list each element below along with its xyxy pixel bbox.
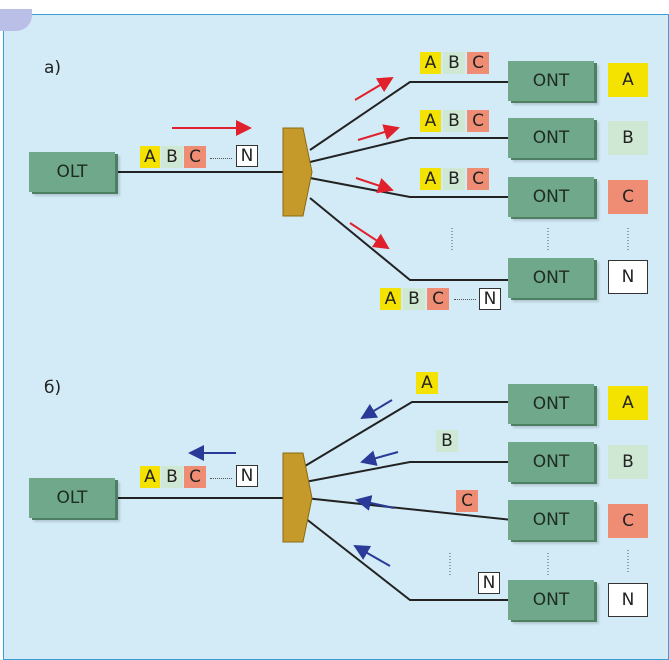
panel-a-arrows [172, 76, 400, 250]
downstream-arrow [357, 124, 400, 141]
frame-tag-n: N [236, 465, 258, 487]
downstream-arrow [354, 76, 394, 101]
panel-b-arrows [188, 399, 399, 567]
panel-a-fibers [115, 81, 512, 281]
ont-box: ONT [508, 500, 594, 540]
output-tag-b: B [608, 445, 648, 479]
frame-tag-a: A [140, 146, 160, 168]
output-tag-b: B [608, 121, 648, 155]
upstream-arrow [353, 545, 391, 567]
branch-tag-b: B [443, 52, 465, 74]
branch-tag-b: B [443, 110, 465, 132]
output-tag-a: A [608, 386, 648, 420]
branch-tag-a: A [420, 168, 441, 190]
splitter-a [282, 127, 313, 217]
branch-tag-c: C [456, 490, 478, 512]
branch-tag-a: A [420, 52, 441, 74]
olt-box: OLT [29, 152, 115, 192]
downstream-arrow [355, 177, 394, 194]
branch-tag-c: C [467, 168, 489, 190]
branch-tag-n: N [478, 572, 500, 594]
frame-dots [210, 478, 232, 479]
output-tag-c: C [608, 504, 648, 538]
branch-tag-c: C [427, 288, 449, 310]
branch-tag-b: B [436, 430, 458, 452]
frame-dots [454, 299, 476, 300]
branch-tag-a: A [416, 372, 438, 394]
upstream-arrow [360, 450, 399, 466]
branch-tag-c: C [467, 110, 489, 132]
frame-tag-a: A [140, 466, 160, 488]
ont-box: ONT [508, 177, 594, 217]
ont-box: ONT [508, 118, 594, 158]
olt-box: OLT [29, 478, 115, 518]
branch-tag-a: A [380, 288, 401, 310]
branch-tag-a: A [420, 110, 441, 132]
panel-b-label: б) [44, 378, 62, 398]
panel-b-fibers [115, 401, 513, 601]
frame-tag-c: C [184, 146, 206, 168]
branch-tag-n: N [479, 288, 501, 310]
output-tag-n: N [608, 583, 648, 617]
splitter-b [282, 452, 313, 543]
output-tag-c: C [608, 180, 648, 214]
frame-tag-n: N [236, 145, 258, 167]
branch-tag-b: B [403, 288, 425, 310]
frame-tag-b: B [161, 466, 183, 488]
upstream-arrow [355, 495, 395, 511]
branch-tag-b: B [443, 168, 465, 190]
downstream-arrow [349, 222, 390, 250]
frame-tag-b: B [161, 146, 183, 168]
ont-box: ONT [508, 384, 594, 424]
ont-box: ONT [508, 442, 594, 482]
frame-dots [210, 158, 232, 159]
upstream-arrow [360, 399, 393, 420]
ont-box: ONT [508, 61, 594, 101]
output-tag-a: A [608, 63, 648, 97]
frame-tag-c: C [184, 466, 206, 488]
ont-box: ONT [508, 258, 594, 298]
panel-a-label: a) [44, 58, 62, 78]
corner-decoration [0, 9, 32, 31]
output-tag-n: N [608, 260, 648, 294]
branch-tag-c: C [467, 52, 489, 74]
ont-box: ONT [508, 580, 594, 620]
